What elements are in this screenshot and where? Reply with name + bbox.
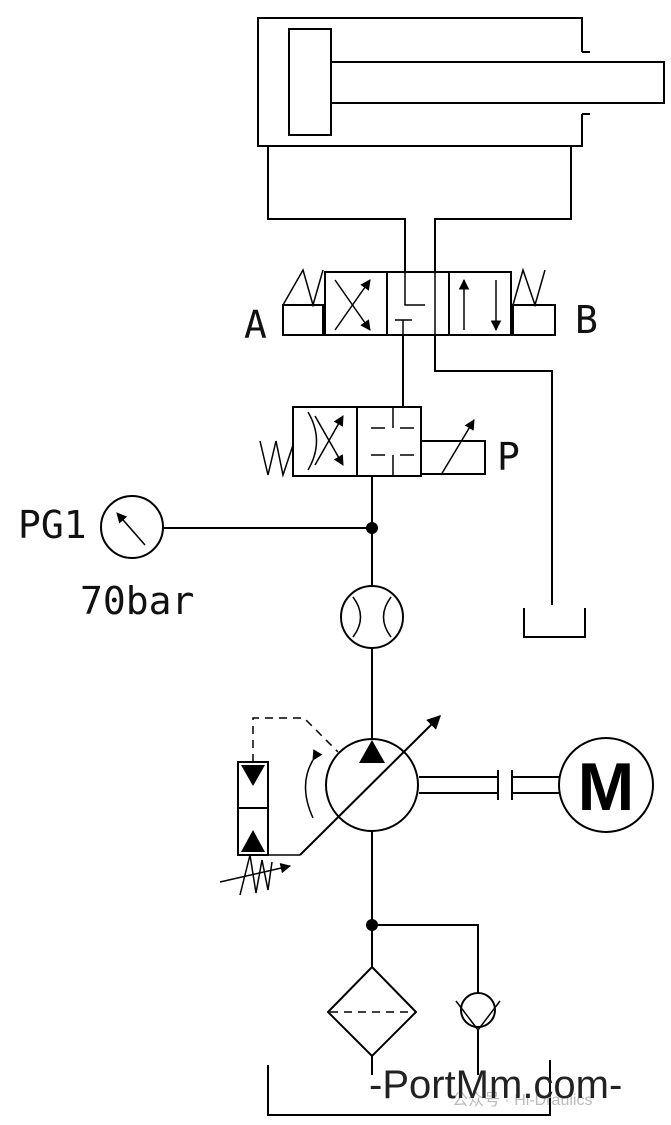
electric-motor: M	[558, 737, 654, 833]
valve-cross-box	[324, 271, 388, 336]
cylinder-piston	[288, 28, 332, 136]
watermark-site: -PortMm.com-	[369, 1063, 622, 1107]
gauge-name-label: PG1	[18, 503, 87, 547]
cylinder-rod	[331, 61, 665, 104]
bypass-check-valve	[455, 992, 501, 1032]
motor-label: M	[578, 749, 635, 825]
pressure-reducing-valve	[259, 406, 486, 478]
valve-parallel-box	[448, 271, 512, 336]
hydraulic-cylinder	[257, 17, 665, 272]
pressure-gauge	[100, 495, 164, 559]
port-b-label: B	[575, 298, 598, 342]
pump-compensator	[219, 717, 339, 896]
watermark-wechat: 公众号 · Hi-Draulics	[452, 1091, 592, 1109]
valve-center-box	[386, 271, 450, 336]
flow-meter	[340, 585, 404, 649]
port-a-label: A	[244, 303, 267, 347]
variable-displacement-pump	[299, 715, 441, 856]
tank-return	[523, 608, 586, 638]
directional-control-valve	[282, 267, 556, 336]
return-line	[434, 335, 553, 605]
gauge-value-label: 70bar	[80, 579, 194, 623]
suction-filter	[326, 965, 418, 1058]
shaft-coupling	[419, 770, 560, 800]
reservoir-tank	[267, 1060, 551, 1116]
port-p-label: P	[497, 435, 520, 479]
